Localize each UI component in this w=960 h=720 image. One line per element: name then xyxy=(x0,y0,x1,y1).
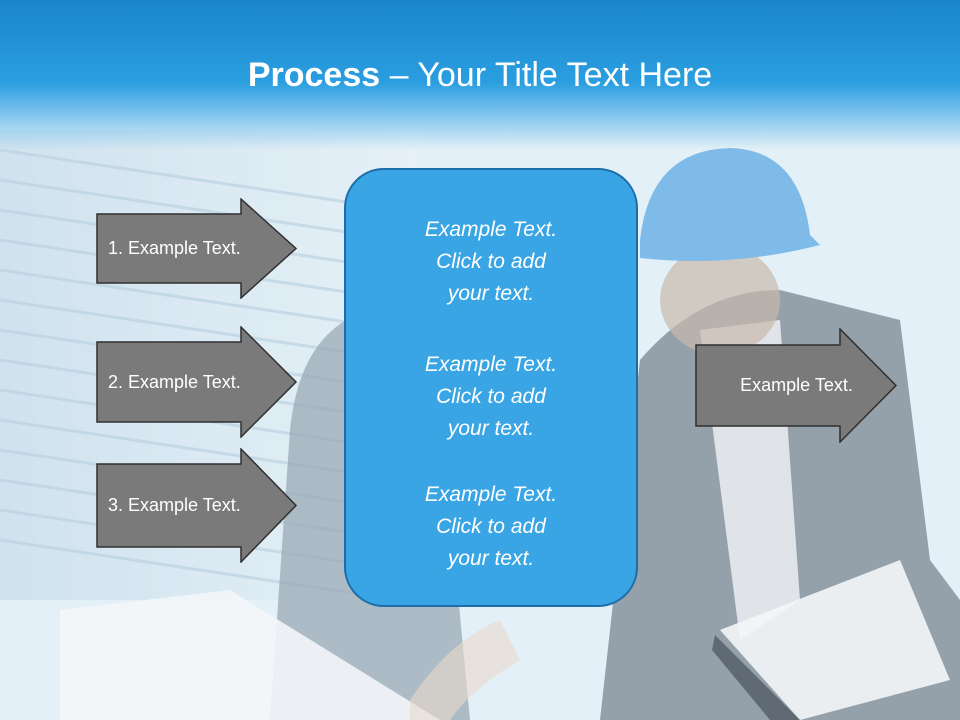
block-line: your text. xyxy=(447,282,535,305)
slide-title[interactable]: Process – Your Title Text Here xyxy=(0,52,960,98)
arrow-label: 1. Example Text. xyxy=(108,238,241,258)
arrow-shape-3[interactable]: 3. Example Text. xyxy=(96,448,298,563)
arrow-icon xyxy=(695,328,898,443)
arrow-icon xyxy=(96,326,298,438)
block-line: Example Text. xyxy=(424,483,558,506)
arrow-shape-2[interactable]: 2. Example Text. xyxy=(96,326,298,438)
block-line: Example Text. xyxy=(424,218,558,241)
center-text-box[interactable]: Example Text. Click to add your text. Ex… xyxy=(344,168,638,607)
arrow-label: Example Text. xyxy=(740,375,853,395)
arrow-shape-1[interactable]: 1. Example Text. xyxy=(96,198,298,299)
text-block-1[interactable]: Example Text. Click to add your text. xyxy=(346,214,636,310)
arrow-shape-right[interactable]: Example Text. xyxy=(695,328,898,443)
arrow-label: 3. Example Text. xyxy=(108,495,241,515)
arrow-icon xyxy=(96,198,298,299)
title-bold: Process xyxy=(247,56,381,94)
title-rest: – Your Title Text Here xyxy=(380,56,713,94)
block-line: Example Text. xyxy=(424,353,558,376)
block-line: Click to add xyxy=(436,515,546,538)
text-block-2[interactable]: Example Text. Click to add your text. xyxy=(346,349,636,445)
arrow-label: 2. Example Text. xyxy=(108,371,241,392)
text-block-3[interactable]: Example Text. Click to add your text. xyxy=(346,479,636,575)
header-band xyxy=(0,0,960,150)
block-line: your text. xyxy=(447,417,535,440)
block-line: Click to add xyxy=(436,385,546,408)
block-line: Click to add xyxy=(436,250,546,273)
arrow-icon xyxy=(96,448,298,563)
block-line: your text. xyxy=(447,547,535,570)
